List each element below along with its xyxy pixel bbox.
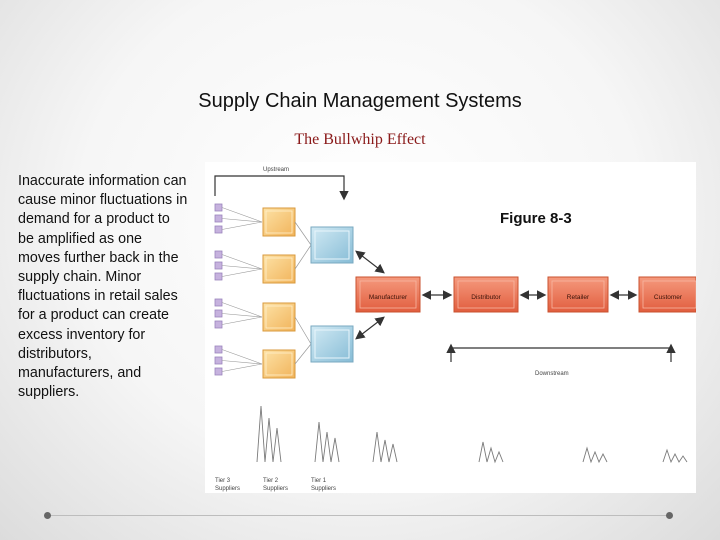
downstream-label: Downstream [535, 371, 569, 377]
tier3-supplier-box [214, 214, 223, 223]
body-text: Inaccurate information can cause minor f… [18, 173, 188, 401]
node-label: Retailer [567, 294, 590, 301]
node-label: Customer [654, 294, 683, 301]
tier2-supplier-box [262, 207, 296, 237]
footer-dot-right [666, 512, 673, 519]
tier3-supplier-box [214, 250, 223, 259]
tier1-supplier-box [310, 325, 354, 363]
demand-wave [582, 446, 608, 464]
tier2-supplier-box [262, 349, 296, 379]
demand-fluctuation-waves [256, 405, 688, 464]
footer-rule [48, 515, 668, 516]
demand-wave [478, 441, 504, 464]
bullwhip-diagram: Upstream Manufacturer Dis [214, 167, 696, 492]
upstream-label: Upstream [263, 167, 289, 173]
tier1-suppliers [310, 226, 354, 363]
tier2-links [294, 221, 312, 365]
downstream-arrow [446, 343, 676, 362]
footer-dot-left [44, 512, 51, 519]
tier3-links [221, 207, 263, 372]
tier3-supplier-box [214, 367, 223, 376]
tier3-supplier-box [214, 225, 223, 234]
demand-wave [372, 431, 398, 463]
tier3-supplier-box [214, 203, 223, 212]
demand-wave [256, 405, 282, 463]
tier3-supplier-box [214, 298, 223, 307]
node-label: Distributor [471, 294, 501, 301]
tier3-supplier-box [214, 309, 223, 318]
tier2-supplier-box [262, 302, 296, 332]
node-retailer: Retailer [547, 276, 609, 313]
tier3-suppliers [214, 203, 223, 376]
tier2-supplier-box [262, 254, 296, 284]
tier3-supplier-box [214, 345, 223, 354]
slide-title: Supply Chain Management Systems [198, 90, 522, 112]
upstream-arrow [214, 175, 349, 201]
tier3-supplier-box [214, 320, 223, 329]
tier3-supplier-box [214, 272, 223, 281]
node-manufacturer: Manufacturer [355, 276, 421, 313]
tier1-manufacturer-arrows [355, 250, 385, 340]
node-distributor: Distributor [453, 276, 519, 313]
slide-subtitle: The Bullwhip Effect [294, 131, 426, 148]
bullwhip-figure: Upstream Manufacturer Dis [205, 162, 696, 493]
demand-wave [662, 448, 688, 464]
tier1-supplier-box [310, 226, 354, 264]
demand-wave [314, 421, 340, 463]
node-label: Manufacturer [369, 294, 408, 301]
figure-label: Figure 8-3 [500, 210, 572, 227]
tier2-suppliers [262, 207, 296, 379]
tier3-supplier-box [214, 356, 223, 365]
node-customer: Customer [638, 276, 696, 313]
tier3-supplier-box [214, 261, 223, 270]
